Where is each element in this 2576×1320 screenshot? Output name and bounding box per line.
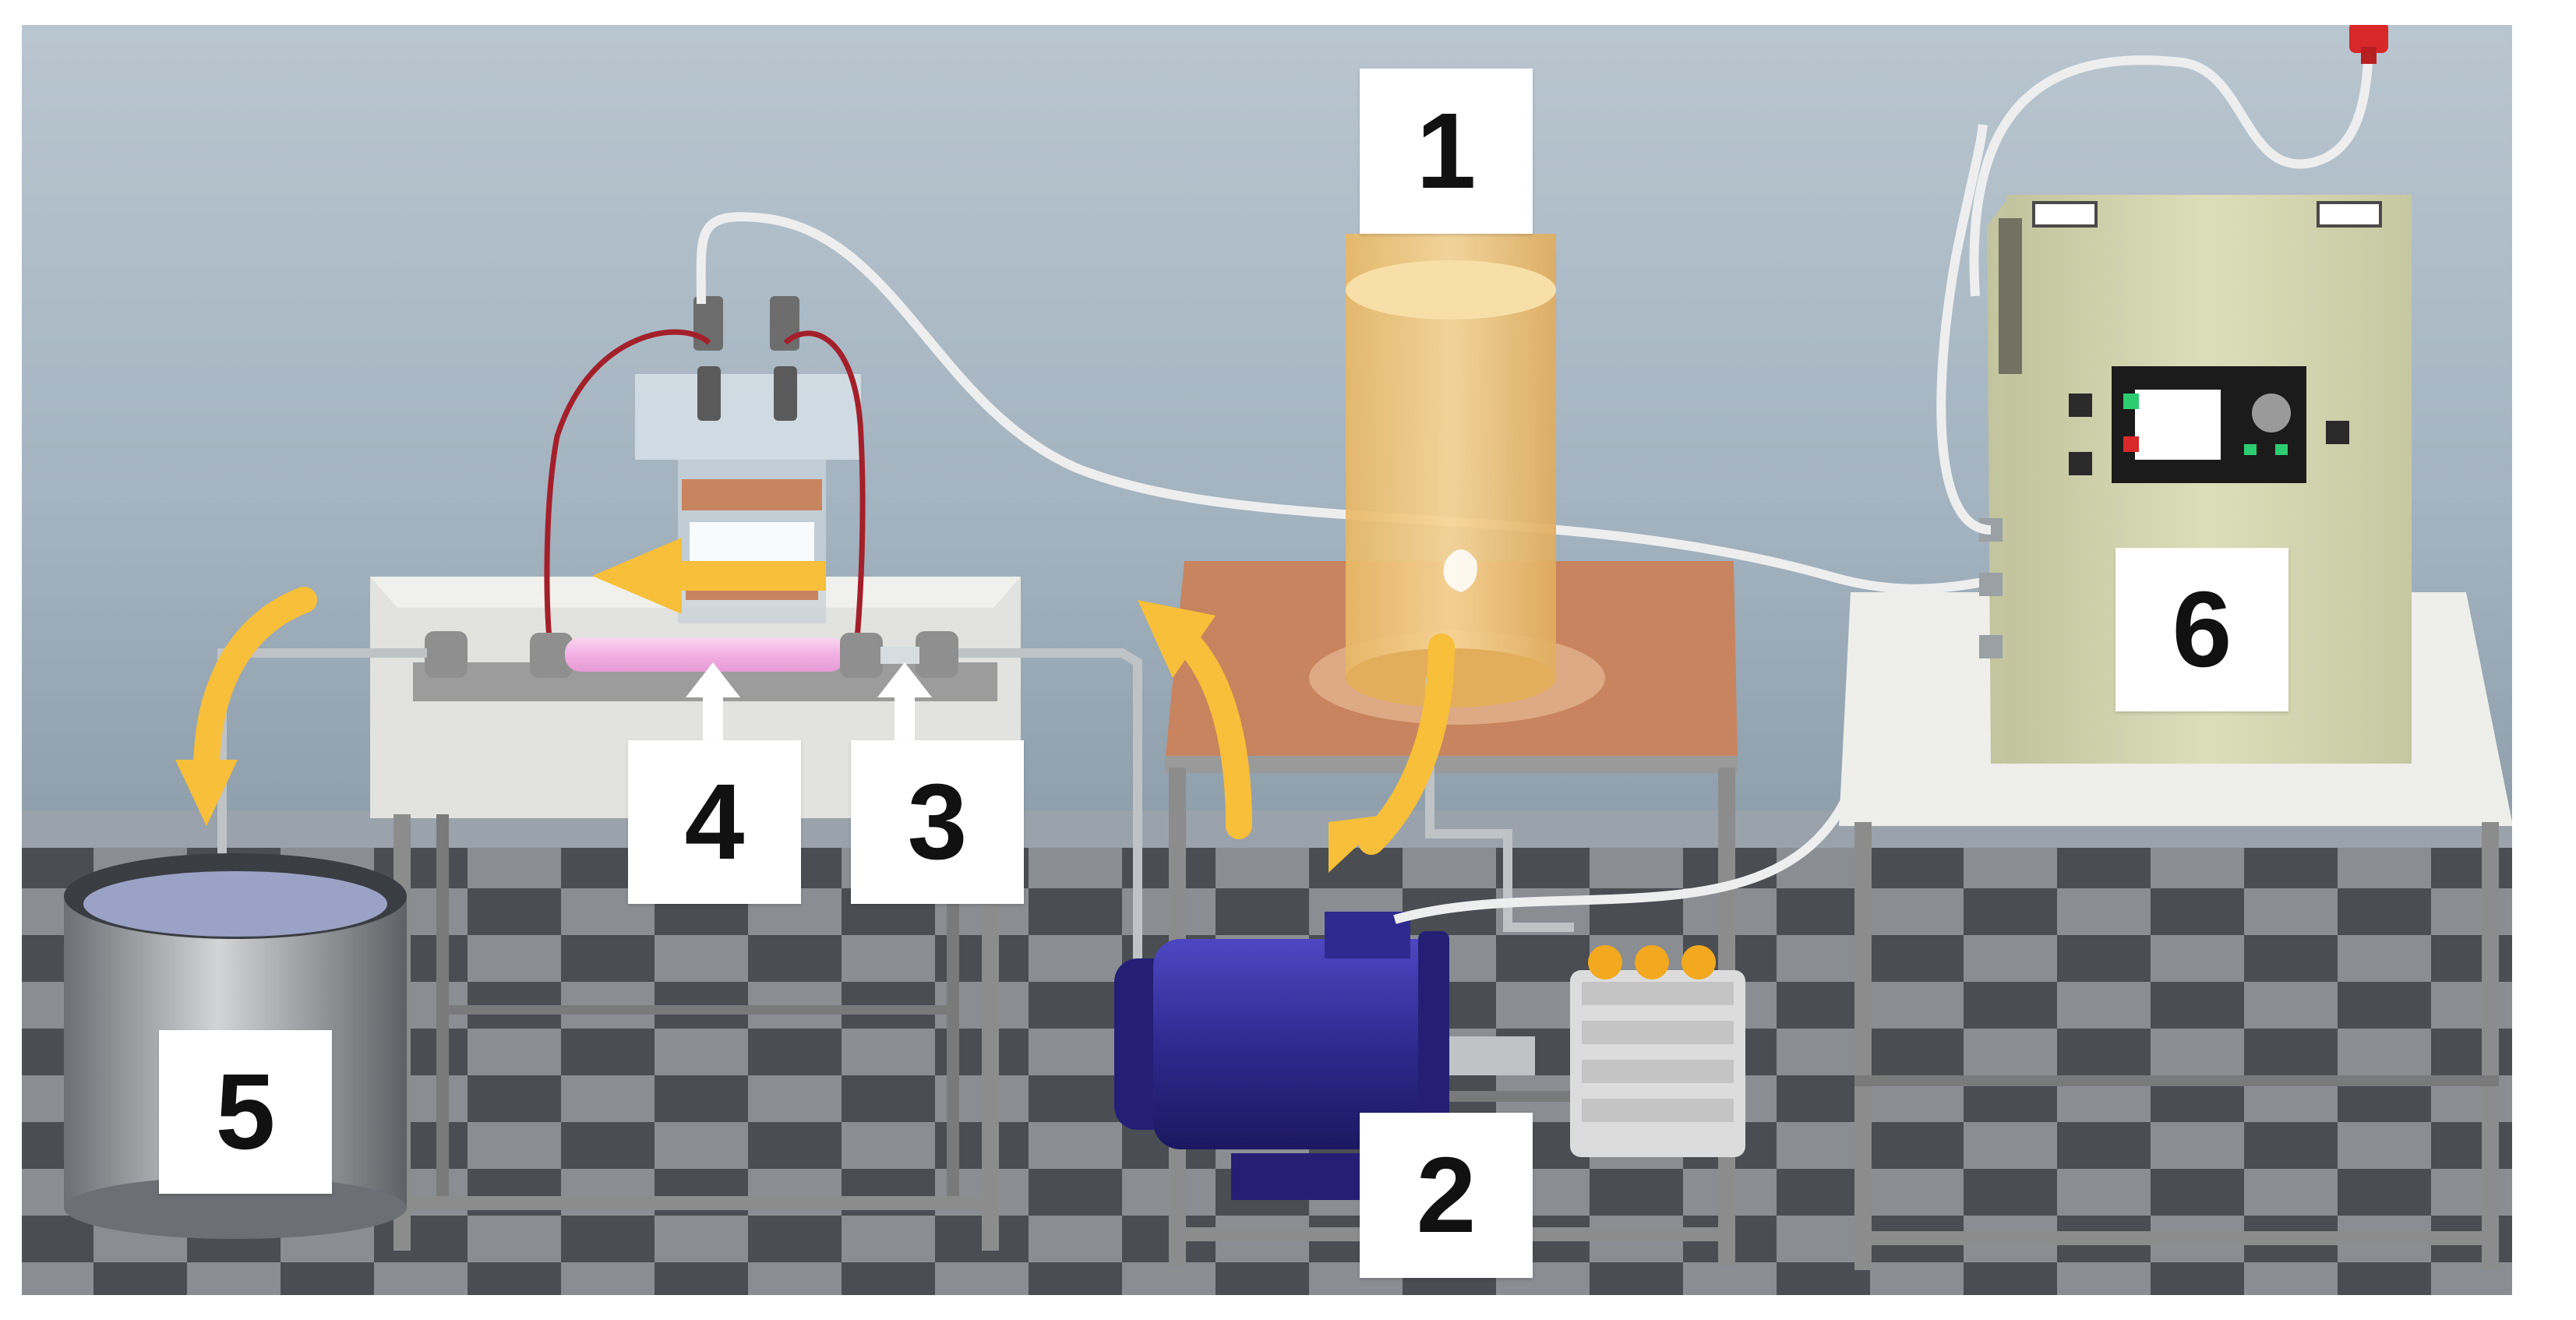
- curved-flow-arrow-icon: [1358, 634, 1455, 855]
- curved-flow-arrow-icon: [1138, 600, 1216, 678]
- curved-flow-arrow-icon: [1329, 814, 1391, 873]
- power-cable: [1969, 30, 2373, 297]
- curved-flow-arrow-icon: [175, 760, 238, 826]
- up-pointer-arrow-icon: [877, 662, 932, 744]
- electrode-wire-right: [783, 330, 866, 640]
- label-collection-bucket: 5: [159, 1030, 332, 1194]
- label-pump: 2: [1360, 1113, 1533, 1278]
- up-pointer-arrow-icon: [686, 662, 740, 744]
- label-control-cabinet: 6: [2115, 548, 2288, 711]
- electrode-wire-left: [544, 329, 711, 640]
- hose-cell-to-cabinet: [696, 212, 1992, 594]
- hose-cabinet-side: [1936, 124, 1992, 535]
- label-reservoir: 1: [1360, 69, 1533, 234]
- electrode-block: [635, 296, 861, 623]
- suction-pipe: [1425, 678, 1574, 932]
- pump-motor: [1114, 912, 1535, 1200]
- label-plasma-tube: 4: [628, 740, 801, 904]
- straight-flow-arrow-icon: [592, 538, 826, 614]
- pump-head: [1570, 945, 1745, 1157]
- curved-flow-arrow-icon: [193, 587, 317, 785]
- curved-flow-arrow-icon: [1171, 626, 1252, 839]
- label-electrode-holder: 3: [851, 740, 1024, 904]
- image-frame: [0, 3, 2534, 1317]
- power-plug-icon: [2349, 22, 2388, 64]
